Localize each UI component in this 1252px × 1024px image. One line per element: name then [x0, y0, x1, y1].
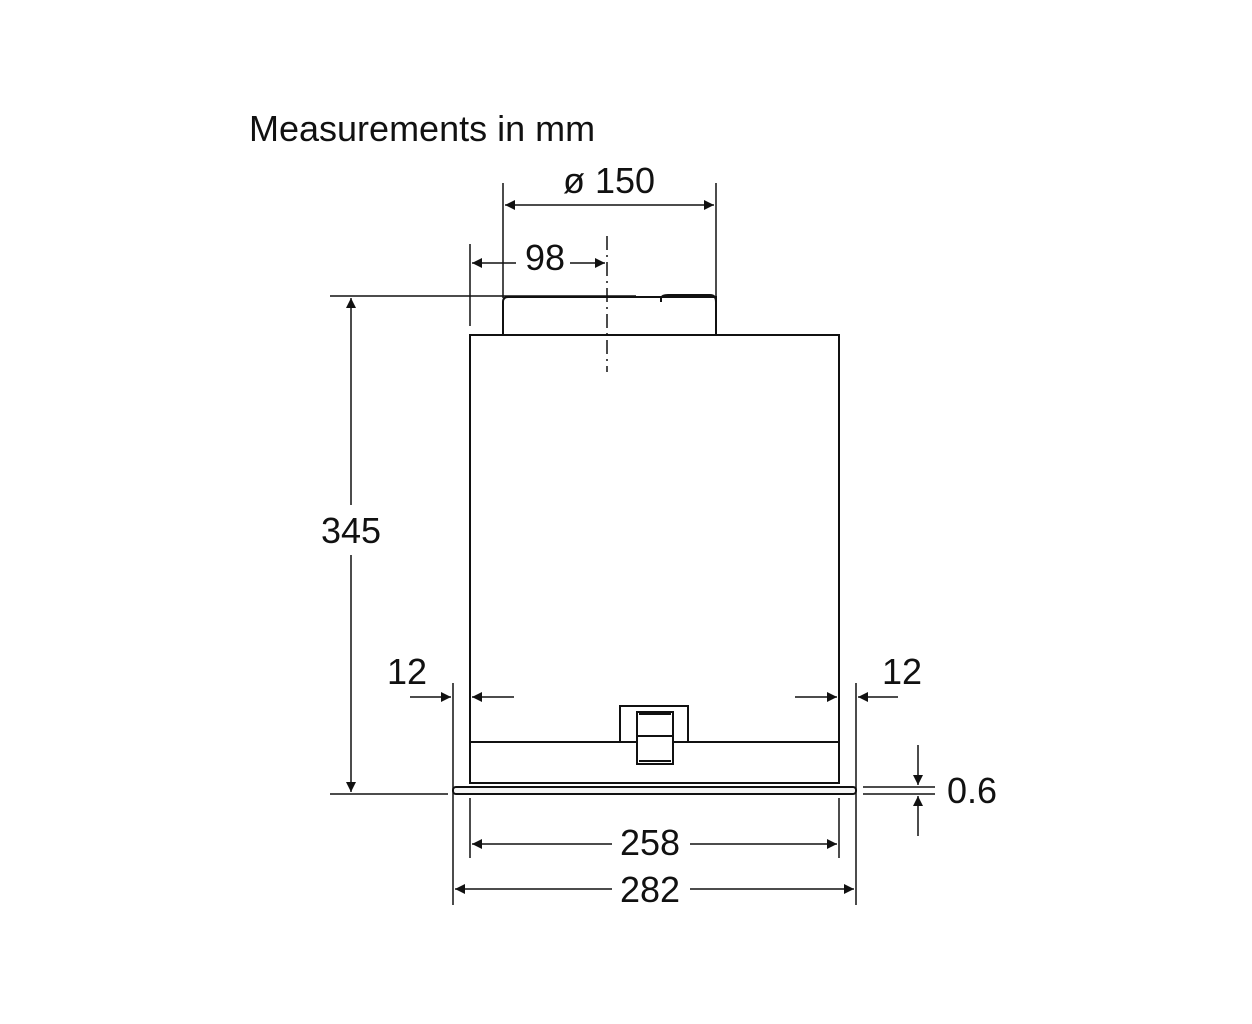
label-left-margin: 12	[387, 651, 427, 692]
label-duct-offset: 98	[525, 237, 565, 278]
label-frame-thickness: 0.6	[947, 770, 997, 811]
duct-collar	[502, 296, 717, 335]
hood-body	[452, 294, 857, 795]
label-height: 345	[321, 510, 381, 551]
diagram-title: Measurements in mm	[249, 108, 596, 149]
control-knob	[636, 711, 674, 765]
label-inner-width: 258	[620, 822, 680, 863]
label-right-margin: 12	[882, 651, 922, 692]
frame-flange	[452, 786, 857, 795]
duct-flap	[660, 294, 717, 303]
extension-lines	[330, 183, 935, 905]
dimension-lines	[346, 200, 923, 894]
label-outer-width: 282	[620, 869, 680, 910]
hood-housing	[469, 334, 840, 784]
label-duct-diameter: ø 150	[563, 160, 655, 201]
